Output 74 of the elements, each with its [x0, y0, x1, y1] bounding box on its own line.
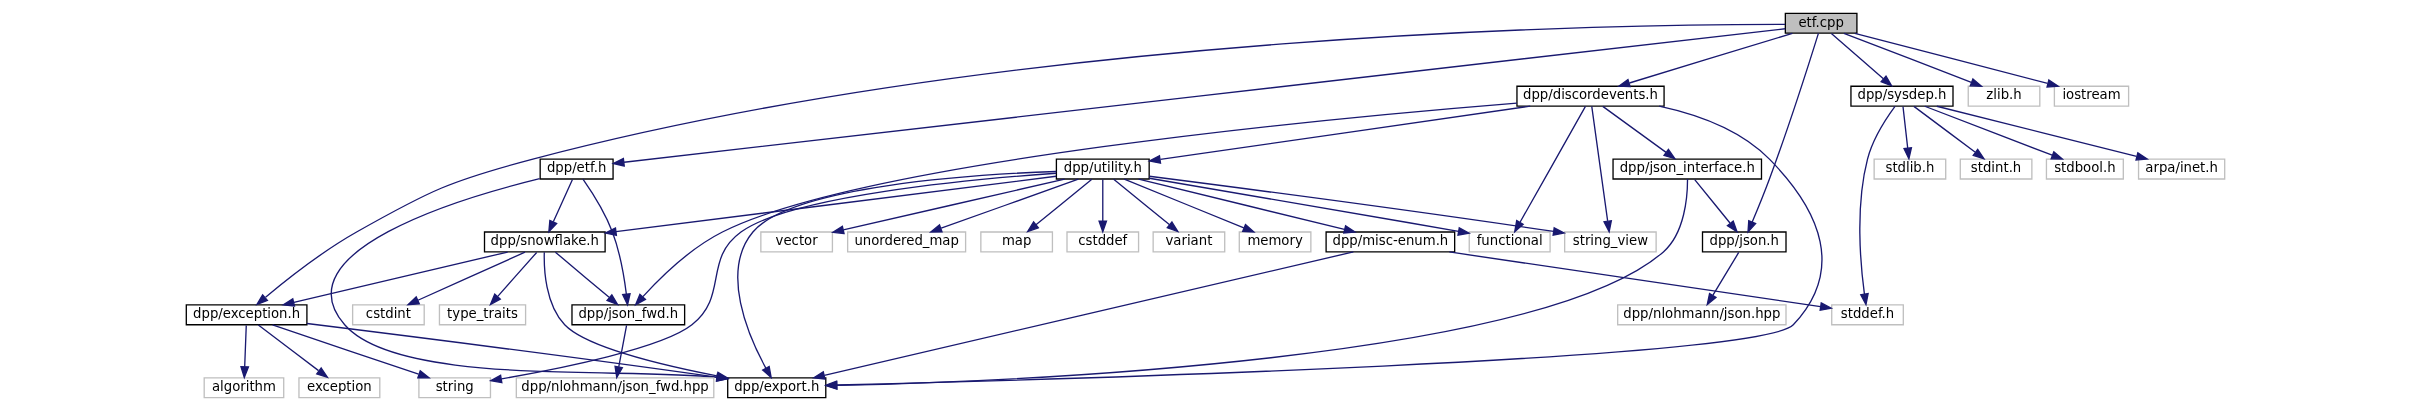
- arrow: [1842, 32, 1983, 87]
- arrow: [280, 251, 508, 307]
- arrow: [830, 178, 1065, 235]
- arrow: [1147, 105, 1531, 164]
- arrow: [405, 251, 526, 306]
- arrow: [602, 175, 1057, 237]
- node-box: exception: [297, 377, 380, 399]
- arrow: [613, 324, 627, 380]
- node-box: dpp/json_fwd.h: [570, 304, 685, 326]
- node-box: iostream: [2053, 85, 2129, 107]
- node-box: zlib.h: [1967, 85, 2040, 107]
- arrow: [554, 251, 619, 306]
- arrow: [1693, 178, 1738, 234]
- arrow: [1705, 251, 1739, 307]
- node-box: dpp/json_interface.h: [1611, 158, 1762, 180]
- arrow: [581, 178, 631, 307]
- node-box: dpp/discordevents.h: [1515, 85, 1665, 107]
- node-box: dpp/nlohmann/json.hpp: [1616, 304, 1787, 326]
- node-box: map: [979, 231, 1053, 253]
- node-box: unordered_map: [846, 231, 966, 253]
- node-box: stdbool.h: [2045, 158, 2124, 180]
- arrow: [1448, 251, 1833, 312]
- node-box: dpp/sysdep.h: [1849, 85, 1954, 107]
- node-box: dpp/misc-enum.h: [1324, 231, 1455, 253]
- arrow: [1923, 105, 2064, 160]
- arrow: [633, 102, 1517, 307]
- arrow: [1746, 32, 1819, 234]
- node-box: stdint.h: [1959, 158, 2033, 180]
- node-box: etf.cpp: [1784, 12, 1858, 34]
- node-box: dpp/json.h: [1701, 231, 1787, 253]
- arrow: [928, 178, 1079, 233]
- node-box: dpp/exception.h: [185, 304, 308, 326]
- node-box: dpp/nlohmann/json_fwd.hpp: [515, 377, 714, 399]
- arrow: [271, 324, 431, 379]
- arrow: [1935, 105, 2149, 161]
- arrow: [1601, 105, 1676, 160]
- node-box: cstdint: [351, 304, 425, 326]
- arrow: [1137, 178, 1357, 234]
- arrow: [547, 178, 573, 234]
- node-box: arpa/inet.h: [2137, 158, 2225, 180]
- arrow: [1025, 178, 1093, 233]
- node-box: dpp/export.h: [726, 377, 826, 399]
- node-box: dpp/utility.h: [1055, 158, 1150, 180]
- arrow: [1123, 178, 1256, 233]
- arrow: [811, 251, 1354, 380]
- node-box: memory: [1238, 231, 1312, 253]
- node-box: stdlib.h: [1872, 158, 1946, 180]
- arrow: [1097, 178, 1107, 234]
- arrow: [610, 28, 1786, 167]
- arrow: [1901, 106, 1912, 161]
- arrow: [1616, 32, 1793, 88]
- arrow: [1853, 32, 2060, 88]
- node-box: dpp/snowflake.h: [483, 231, 606, 253]
- arrow: [257, 324, 329, 379]
- node-box: string_view: [1563, 231, 1657, 253]
- node-box: stddef.h: [1830, 304, 1904, 326]
- node-box: type_traits: [438, 304, 526, 326]
- arrow: [1148, 177, 1471, 236]
- arrow: [1858, 105, 1896, 307]
- arrow: [239, 324, 249, 380]
- node-box: cstddef: [1065, 231, 1139, 253]
- arrow: [1830, 32, 1893, 88]
- arrow: [736, 170, 1057, 380]
- node-box: algorithm: [203, 377, 284, 399]
- arrow: [1112, 178, 1179, 233]
- node-box: dpp/etf.h: [539, 158, 614, 180]
- arrow: [1912, 105, 1986, 160]
- arrow: [488, 251, 537, 307]
- arrow: [254, 23, 1786, 306]
- node-box: variant: [1152, 231, 1225, 253]
- node-box: functional: [1468, 231, 1551, 253]
- node-box: vector: [759, 231, 833, 253]
- node-box: string: [417, 377, 491, 399]
- arrow: [1590, 105, 1612, 234]
